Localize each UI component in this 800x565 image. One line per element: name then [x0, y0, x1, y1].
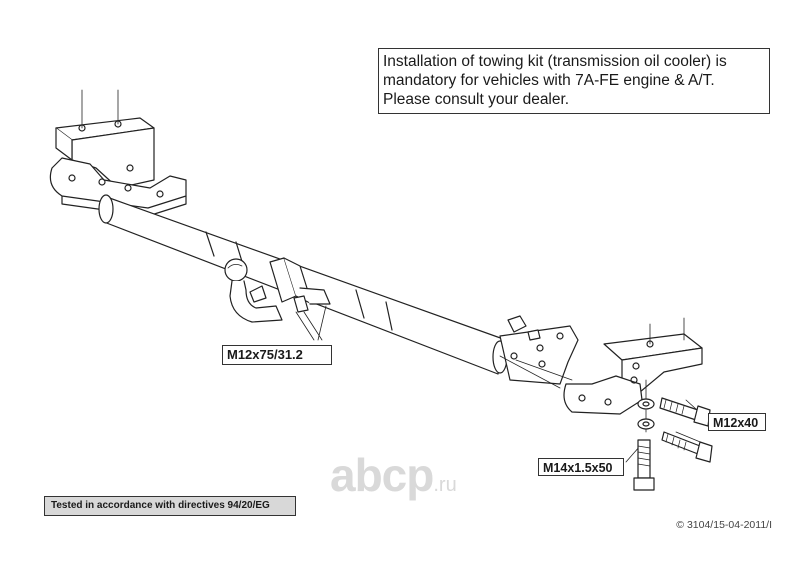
bolt-label-m12x40: M12x40 — [708, 413, 766, 431]
notice-line-3: Please consult your dealer. — [383, 91, 570, 108]
right-mounting-bracket — [563, 317, 703, 415]
notice-line-2: mandatory for vehicles with 7A-FE engine… — [383, 72, 715, 89]
notice-line-1: Installation of towing kit (transmission… — [383, 53, 727, 70]
bolt-label-m12x75: M12x75/31.2 — [222, 345, 332, 365]
installation-notice: Installation of towing kit (transmission… — [378, 48, 770, 114]
fasteners-right — [633, 397, 713, 491]
watermark-tld: .ru — [433, 474, 457, 496]
tow-ball-assembly — [224, 257, 331, 323]
right-tube-plate — [499, 315, 579, 385]
bolt-label-m14x1-5x50: M14x1.5x50 — [538, 458, 624, 476]
copyright-code: © 3104/15-04-2011/I — [676, 519, 772, 531]
watermark-brand: abcp — [330, 449, 434, 501]
tested-directive-box: Tested in accordance with directives 94/… — [44, 496, 296, 516]
left-mounting-bracket — [49, 89, 187, 217]
watermark-logo: abcp.ru — [330, 448, 457, 502]
